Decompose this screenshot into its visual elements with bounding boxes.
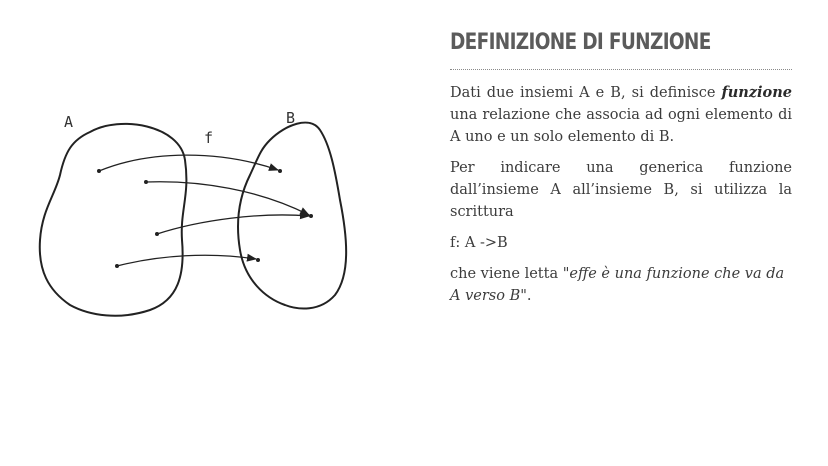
arrow-2 — [145, 181, 310, 216]
notation-intro-paragraph: Per indicare una generica funzione dall’… — [450, 160, 792, 220]
point-b3 — [256, 258, 260, 262]
definition-text-start: Dati due insiemi A e B, si definisce — [450, 85, 722, 101]
text-panel: DEFINIZIONE DI FUNZIONE Dati due insiemi… — [450, 30, 792, 316]
notation-paragraph: f: A ->B — [450, 235, 508, 251]
title-divider — [450, 69, 792, 70]
reading-text-end: ". — [520, 288, 532, 304]
arrow-1 — [98, 154, 279, 172]
arrow-4 — [116, 253, 257, 267]
label-function-f: f — [204, 129, 213, 147]
label-set-a: A — [64, 113, 73, 131]
point-b2 — [309, 214, 313, 218]
reading-italic: effe è una funzione che va da A verso B — [450, 266, 785, 304]
arrow-3 — [156, 211, 310, 235]
point-b1 — [278, 169, 282, 173]
definition-paragraph: Dati due insiemi A e B, si definisce fun… — [450, 82, 792, 148]
definition-text-end: una relazione che associa ad ogni elemen… — [450, 107, 792, 145]
reading-text-start: che viene letta " — [450, 266, 570, 282]
definition-keyword: funzione — [721, 84, 792, 101]
function-diagram: A B f — [38, 109, 348, 317]
page-title: DEFINIZIONE DI FUNZIONE — [450, 30, 711, 55]
set-b-shape — [237, 121, 348, 310]
label-set-b: B — [286, 109, 295, 127]
set-a-shape — [38, 122, 188, 317]
reading-paragraph: che viene letta "effe è una funzione che… — [450, 263, 792, 307]
